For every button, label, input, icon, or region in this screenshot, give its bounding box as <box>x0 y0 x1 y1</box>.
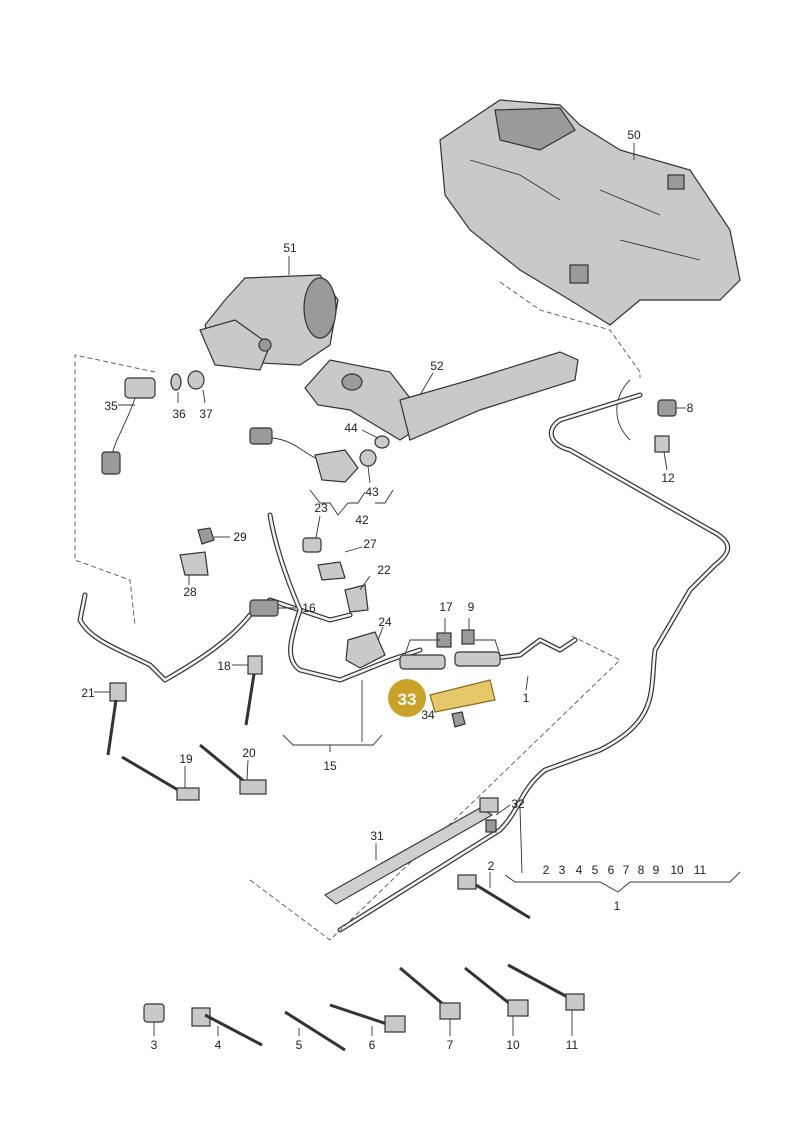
connector-9[interactable] <box>461 629 475 645</box>
clip-3[interactable] <box>143 1003 165 1023</box>
clamp-43[interactable] <box>359 449 377 467</box>
cable-tie-20[interactable] <box>199 743 267 795</box>
label-7: 7 <box>447 1038 454 1052</box>
label-32: 32 <box>511 797 525 811</box>
label-5: 5 <box>296 1038 303 1052</box>
group-item: 2 <box>543 863 550 877</box>
filter-housing[interactable] <box>399 654 446 670</box>
label-35: 35 <box>104 399 118 413</box>
label-42: 42 <box>355 513 369 527</box>
label-20: 20 <box>242 746 256 760</box>
cable-tie-6[interactable] <box>329 1003 406 1033</box>
label-17: 17 <box>439 600 453 614</box>
label-43: 43 <box>365 485 379 499</box>
label-28: 28 <box>183 585 197 599</box>
exhaust-front-pipe[interactable] <box>304 351 579 441</box>
sensor-8[interactable] <box>616 379 677 441</box>
label-12: 12 <box>661 471 675 485</box>
label-10: 10 <box>506 1038 520 1052</box>
ring-44[interactable] <box>374 435 390 449</box>
fuel-tank[interactable] <box>439 99 741 326</box>
label-18: 18 <box>217 659 231 673</box>
vacuum-line-system[interactable] <box>77 392 730 933</box>
label-9: 9 <box>468 600 475 614</box>
group-item: 8 <box>638 863 645 877</box>
label-27: 27 <box>363 537 377 551</box>
svg-text:33: 33 <box>398 690 417 709</box>
group-item: 6 <box>608 863 615 877</box>
nut-29[interactable] <box>197 527 215 545</box>
cable-tie-4[interactable] <box>191 1007 263 1047</box>
holder-21[interactable] <box>106 682 127 756</box>
cable-tie-7[interactable] <box>399 966 461 1020</box>
label-52: 52 <box>430 359 444 373</box>
clamp-37[interactable] <box>187 370 205 390</box>
label-4: 4 <box>215 1038 222 1052</box>
bracket-12[interactable] <box>654 435 670 453</box>
group-item: 10 <box>670 863 684 877</box>
label-29: 29 <box>233 530 247 544</box>
nut-34[interactable] <box>451 711 466 728</box>
group-item: 5 <box>592 863 599 877</box>
holder-18[interactable] <box>244 655 263 726</box>
cable-tie-11[interactable] <box>507 963 585 1011</box>
catalytic-converter[interactable] <box>199 274 339 371</box>
label-1-lower: 1 <box>614 899 621 913</box>
label-37: 37 <box>199 407 213 421</box>
bracket-22[interactable] <box>344 584 369 613</box>
group-item: 3 <box>559 863 566 877</box>
group-item: 4 <box>576 863 583 877</box>
hose-connector[interactable] <box>454 651 501 667</box>
label-15: 15 <box>323 759 337 773</box>
group-item: 9 <box>653 863 660 877</box>
label-11: 11 <box>566 1038 579 1052</box>
bracket-33-part[interactable] <box>429 679 496 713</box>
label-50: 50 <box>627 128 641 142</box>
clip-23[interactable] <box>302 537 322 553</box>
label-6: 6 <box>369 1038 376 1052</box>
label-1-upper: 1 <box>523 691 530 705</box>
bracket-24[interactable] <box>345 631 386 669</box>
bracket-28[interactable] <box>179 551 209 576</box>
lambda-sensor-35[interactable] <box>101 377 156 475</box>
highlight-33[interactable]: 33 <box>388 679 426 717</box>
label-24: 24 <box>378 615 392 629</box>
group-item: 7 <box>623 863 630 877</box>
gasket-36[interactable] <box>170 373 182 391</box>
cable-tie-10[interactable] <box>464 966 529 1017</box>
label-23: 23 <box>314 501 328 515</box>
label-31: 31 <box>370 829 384 843</box>
group-item: 11 <box>694 863 707 877</box>
cable-tie-2[interactable] <box>457 874 531 920</box>
label-3: 3 <box>151 1038 158 1052</box>
label-51: 51 <box>283 241 297 255</box>
label-21: 21 <box>81 686 95 700</box>
label-16: 16 <box>302 601 316 615</box>
bolt-32[interactable] <box>485 819 497 833</box>
label-19: 19 <box>179 752 193 766</box>
label-22: 22 <box>377 563 391 577</box>
cable-tie-19[interactable] <box>121 755 200 801</box>
label-8: 8 <box>687 401 694 415</box>
bracket-31[interactable] <box>324 797 499 905</box>
valve-16[interactable] <box>249 599 279 617</box>
label-36: 36 <box>172 407 186 421</box>
label-2: 2 <box>488 859 495 873</box>
label-34: 34 <box>421 708 435 722</box>
bracket-27[interactable] <box>317 561 346 581</box>
cable-tie-5[interactable] <box>284 1010 346 1052</box>
label-44: 44 <box>344 421 358 435</box>
sensor-assembly-42[interactable] <box>249 427 359 483</box>
